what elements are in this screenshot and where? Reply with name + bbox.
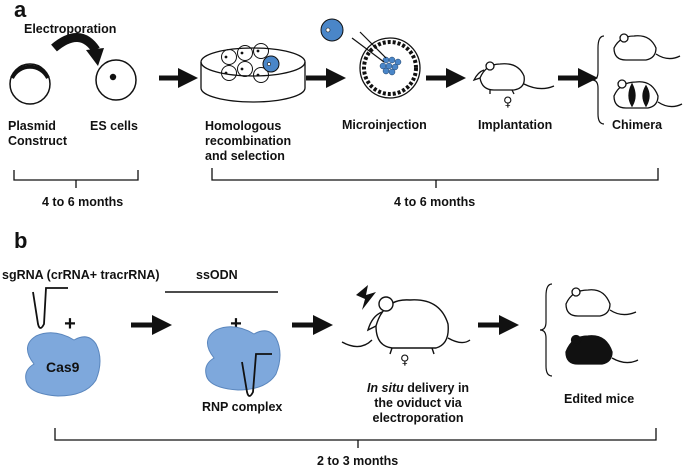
female-symbol-b: ♀ [400, 353, 410, 368]
sgrna-label: sgRNA (crRNA+ tracrRNA) [2, 268, 160, 282]
edited-mouse-black-icon [565, 334, 639, 365]
chimera-label: Chimera [612, 118, 663, 132]
delivery-line1: In situ delivery in [348, 381, 488, 396]
large-mouse-icon [341, 296, 471, 355]
es-cells-label: ES cells [90, 119, 138, 133]
plus-2: + [230, 313, 242, 335]
duration-b: 2 to 3 months [317, 454, 399, 468]
duration-a-left: 4 to 6 months [42, 195, 124, 209]
delivery-line3: electroporation [372, 411, 464, 425]
implantation-label: Implantation [478, 118, 553, 132]
homologous-label-line3: and selection [205, 149, 285, 163]
delivery-rest: delivery in [403, 381, 470, 395]
delivery-line2: the oviduct via [374, 396, 462, 410]
bracket-a-right [211, 168, 659, 188]
chimera-brace [591, 35, 605, 125]
plus-1: + [64, 313, 76, 335]
culture-dish-icon [200, 43, 306, 103]
panel-b-letter: b [14, 228, 28, 253]
electroporation-label: Electroporation [24, 22, 117, 36]
chimera-mouse-spotted-icon [613, 79, 683, 109]
edited-brace [539, 283, 553, 377]
homologous-label-line1: Homologous [205, 119, 282, 133]
chimera-mouse-white-icon [613, 33, 681, 61]
ssodn-label: ssODN [196, 268, 238, 282]
bracket-a-left [13, 170, 139, 188]
edited-mice-label: Edited mice [564, 392, 635, 406]
es-cell-icon [95, 59, 137, 101]
homologous-label-line2: recombination [205, 134, 292, 148]
edited-mouse-white-icon [565, 287, 637, 317]
plasmid-icon [9, 63, 51, 105]
duration-a-right: 4 to 6 months [394, 195, 476, 209]
microinjection-label: Microinjection [342, 118, 427, 132]
rnp-complex-icon [205, 326, 281, 397]
bracket-b [54, 428, 657, 448]
plasmid-label: Plasmid Construct [8, 119, 67, 149]
female-symbol-a: ♀ [503, 95, 513, 110]
panel-a-letter: a [14, 0, 27, 22]
cas9-blob [25, 332, 101, 397]
rnp-complex-label: RNP complex [202, 400, 283, 414]
sgrna-icon [32, 287, 68, 329]
delivery-label: In situ delivery in the oviduct via elec… [348, 381, 488, 426]
curved-arrow-icon [51, 33, 104, 66]
plasmid-label-line1: Plasmid [8, 119, 56, 133]
delivery-italic: In situ [366, 381, 404, 395]
lightning-icon [356, 285, 376, 310]
plasmid-label-line2: Construct [8, 134, 68, 148]
microinjection-icon [320, 18, 421, 99]
homologous-label: Homologous recombination and selection [205, 119, 291, 164]
cas9-label: Cas9 [46, 359, 80, 375]
mouse-icon [472, 61, 555, 95]
